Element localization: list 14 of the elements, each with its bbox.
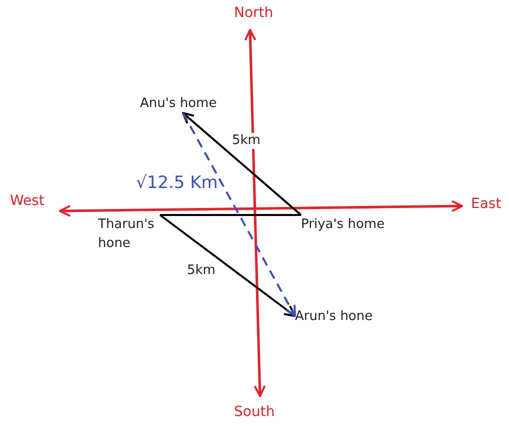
dashed-arrow [182,112,296,317]
arrow [182,112,302,216]
edge-label: √12.5 Km [136,175,218,191]
line [160,214,301,216]
direction-label: East [471,196,502,212]
direction-label: West [10,193,44,209]
direction-label: South [234,404,275,420]
place-label: Anu's home [140,94,226,113]
edge-label: 5km [232,133,260,149]
place-label: Tharun's hone [98,215,160,253]
direction-label: North [234,5,274,21]
place-label: Priya's home [301,215,393,234]
arrow [159,214,296,317]
place-label: Arun's hone [295,307,385,326]
